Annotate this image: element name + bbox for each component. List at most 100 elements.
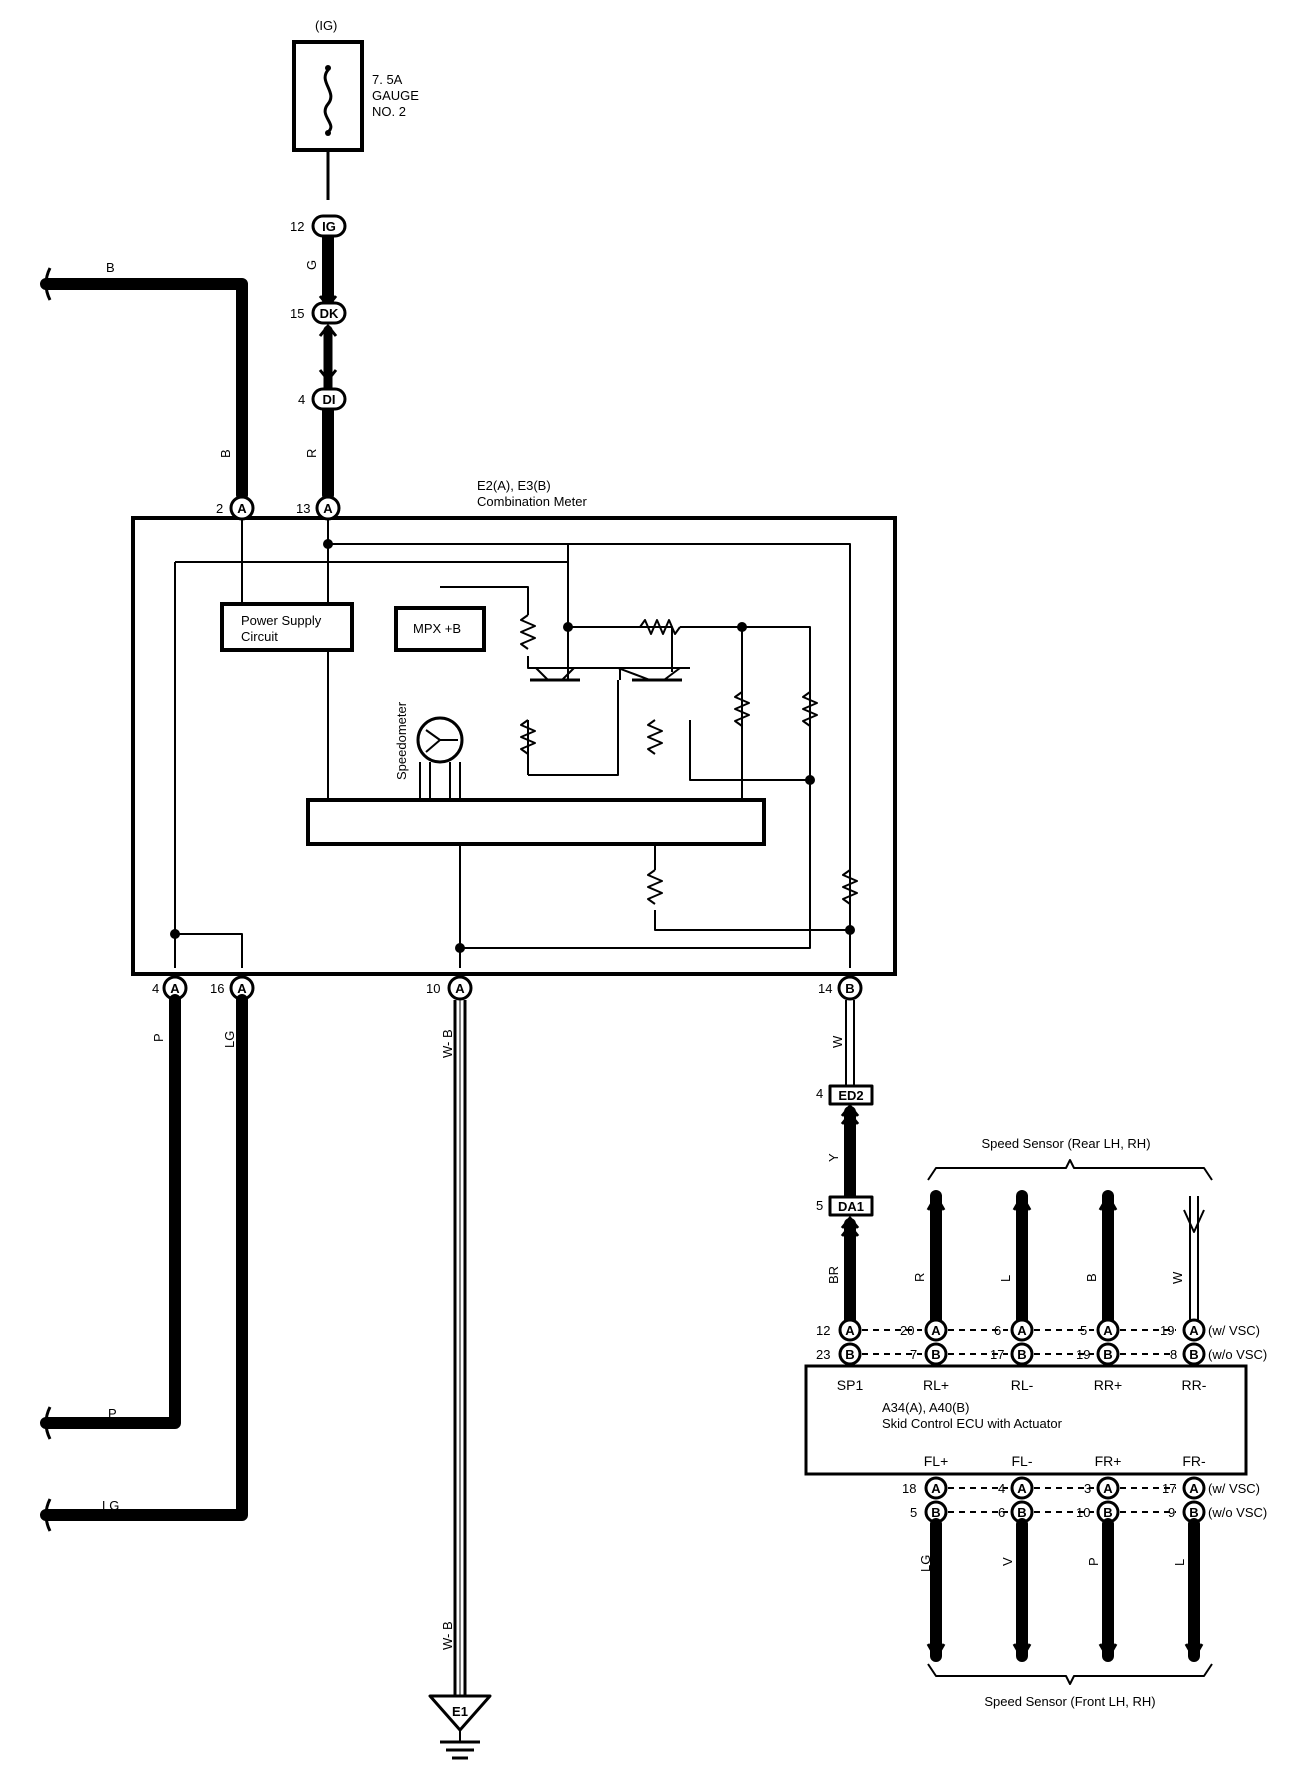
svg-text:A: A (237, 501, 247, 516)
rear-sensor: Speed Sensor (Rear LH, RH) R L B W (912, 1136, 1213, 1330)
wire-color-w: W (830, 1035, 845, 1048)
ecu-terminal-fr-plus: FR+ (1095, 1453, 1122, 1469)
with-vsc-label-top: (w/ VSC) (1208, 1323, 1260, 1338)
junction-di: 4 DI (298, 387, 347, 411)
mpx-label: MPX +B (413, 621, 461, 636)
ecu-connector-label: A34(A), A40(B) (882, 1400, 969, 1415)
meter-pin-13A: 13 A (296, 495, 341, 521)
resistor-icon (647, 869, 663, 905)
svg-text:B: B (1189, 1347, 1198, 1362)
svg-text:12: 12 (816, 1323, 830, 1338)
wire-color-p-horizontal: P (108, 1406, 117, 1421)
wire-color-p-vertical: P (151, 1033, 166, 1042)
wire-color-lg-vertical: LG (222, 1031, 237, 1048)
da1-pin: 5 (816, 1198, 823, 1213)
ground-connector-icon (428, 1694, 492, 1732)
svg-text:8: 8 (1170, 1347, 1177, 1362)
power-supply-box (220, 602, 354, 652)
wire-color-y: Y (826, 1153, 841, 1162)
meter-pin-4A: 4 A (152, 975, 188, 1001)
mpx-box (394, 606, 486, 652)
resistor-icon (639, 619, 681, 635)
fuse-source-label: (IG) (315, 18, 337, 33)
svg-text:A: A (1017, 1323, 1027, 1338)
ecu-terminal-fl-minus: FL- (1012, 1453, 1033, 1469)
svg-text:B: B (1017, 1347, 1026, 1362)
fuse-name-line2: NO. 2 (372, 104, 406, 119)
front-wire-v: V (1000, 1557, 1015, 1566)
resistor-icon (520, 719, 536, 755)
junction-dk-id: DK (320, 306, 339, 321)
without-vsc-label-bottom: (w/o VSC) (1208, 1505, 1267, 1520)
ecu-terminal-sp1: SP1 (837, 1377, 864, 1393)
svg-text:B: B (845, 981, 854, 996)
svg-text:A: A (1189, 1481, 1199, 1496)
front-wire-lg: LG (918, 1555, 933, 1572)
svg-text:A: A (845, 1323, 855, 1338)
ecu-bottom-pins: 18 A 4 A 3 A 17 A (w/ VSC) 5 B 6 B 10 B … (902, 1476, 1267, 1524)
fuse-name-line1: GAUGE (372, 88, 419, 103)
junction-ig: 12 IG (290, 214, 347, 238)
ecu-outline (804, 1364, 1248, 1476)
rear-wire-w: W (1170, 1271, 1185, 1284)
wire-color-g: G (304, 260, 319, 270)
svg-text:B: B (1103, 1505, 1112, 1520)
svg-text:19: 19 (1076, 1347, 1090, 1362)
svg-text:10: 10 (1076, 1505, 1090, 1520)
front-sensor: LG V P L Speed Sensor (Front LH, RH) (918, 1518, 1213, 1709)
svg-text:4: 4 (998, 1481, 1005, 1496)
without-vsc-label-top: (w/o VSC) (1208, 1347, 1267, 1362)
wire-color-br: BR (826, 1266, 841, 1284)
junction-dk: 15 DK (290, 301, 347, 325)
with-vsc-label-bottom: (w/ VSC) (1208, 1481, 1260, 1496)
svg-text:A: A (1103, 1481, 1113, 1496)
skid-control-ecu: SP1 RL+ RL- RR+ RR- A34(A), A40(B) Skid … (804, 1364, 1248, 1476)
ecu-terminal-rl-minus: RL- (1011, 1377, 1034, 1393)
svg-text:23: 23 (816, 1347, 830, 1362)
svg-text:A: A (170, 981, 180, 996)
da1-id: DA1 (838, 1199, 864, 1214)
connector-da1 (828, 1195, 874, 1217)
ecu-pin-a-fr-plus (1096, 1476, 1120, 1500)
svg-text:16: 16 (210, 981, 224, 996)
ecu-pin-a-rl-minus (1010, 1318, 1034, 1342)
rear-sensor-brace (927, 1159, 1213, 1181)
svg-text:A: A (237, 981, 247, 996)
ecu-pin-a-rr-plus (1096, 1318, 1120, 1342)
svg-text:4: 4 (152, 981, 159, 996)
svg-text:A: A (931, 1481, 941, 1496)
svg-text:B: B (845, 1347, 854, 1362)
ecu-pin-a-fr-minus (1182, 1476, 1206, 1500)
front-sensor-brace (927, 1663, 1213, 1685)
junction-di-id: DI (323, 392, 336, 407)
ecu-pin-a-rl-plus (924, 1318, 948, 1342)
svg-text:B: B (1103, 1347, 1112, 1362)
fuse-element-icon (323, 69, 333, 134)
ecu-pin-a-fl-minus (1010, 1476, 1034, 1500)
svg-text:B: B (1017, 1505, 1026, 1520)
ecu-pin-a-fl-plus (924, 1476, 948, 1500)
svg-text:19: 19 (1160, 1323, 1174, 1338)
wire-color-b-vertical: B (218, 449, 233, 458)
meter-internal-wiring (174, 519, 851, 968)
svg-text:20: 20 (900, 1323, 914, 1338)
connector-ed2 (828, 1084, 874, 1106)
svg-text:A: A (455, 981, 465, 996)
ecu-terminal-rl-plus: RL+ (923, 1377, 949, 1393)
ecu-terminal-fl-plus: FL+ (924, 1453, 949, 1469)
junction-di-pin: 4 (298, 392, 305, 407)
svg-text:17: 17 (990, 1347, 1004, 1362)
ecu-pin-a-sp1 (838, 1318, 862, 1342)
rear-wire-l: L (998, 1275, 1013, 1282)
wire-ground: W- B W- B E1 (428, 1000, 492, 1760)
resistor-icon (520, 614, 536, 650)
ig-power-line: G R (304, 150, 338, 501)
combination-meter: E2(A), E3(B) Combination Meter 2 A 13 A (131, 478, 897, 976)
meter-pin-16A: 16 A (210, 975, 255, 1001)
ground-id: E1 (452, 1704, 468, 1719)
ecu-terminal-rr-minus: RR- (1182, 1377, 1207, 1393)
ecu-top-pins: 12 A 20 A 6 A 5 A 19 A (w/ VSC) 23 B 7 B… (816, 1318, 1267, 1366)
wire-color-b-top: B (106, 260, 115, 275)
wire-speed-signal: W 4 ED2 Y 5 DA1 BR (816, 1000, 874, 1330)
